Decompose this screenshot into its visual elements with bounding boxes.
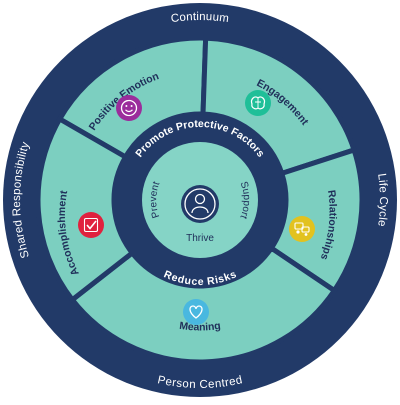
- segment-label-meaning: Meaning: [179, 320, 222, 334]
- heart-icon: [183, 299, 209, 325]
- person-icon: [181, 185, 219, 223]
- smiley-face-icon: [116, 95, 142, 121]
- ring-label-person-centred: Person Centred: [156, 374, 243, 391]
- ring-label-continuum: Continuum: [170, 11, 230, 25]
- center-label-thrive: Thrive: [186, 233, 214, 244]
- checkmark-icon: [78, 212, 104, 238]
- ring-label-life-cycle: Life Cycle: [375, 173, 389, 228]
- people-chat-icon: [289, 216, 315, 242]
- brain-icon: [245, 90, 271, 116]
